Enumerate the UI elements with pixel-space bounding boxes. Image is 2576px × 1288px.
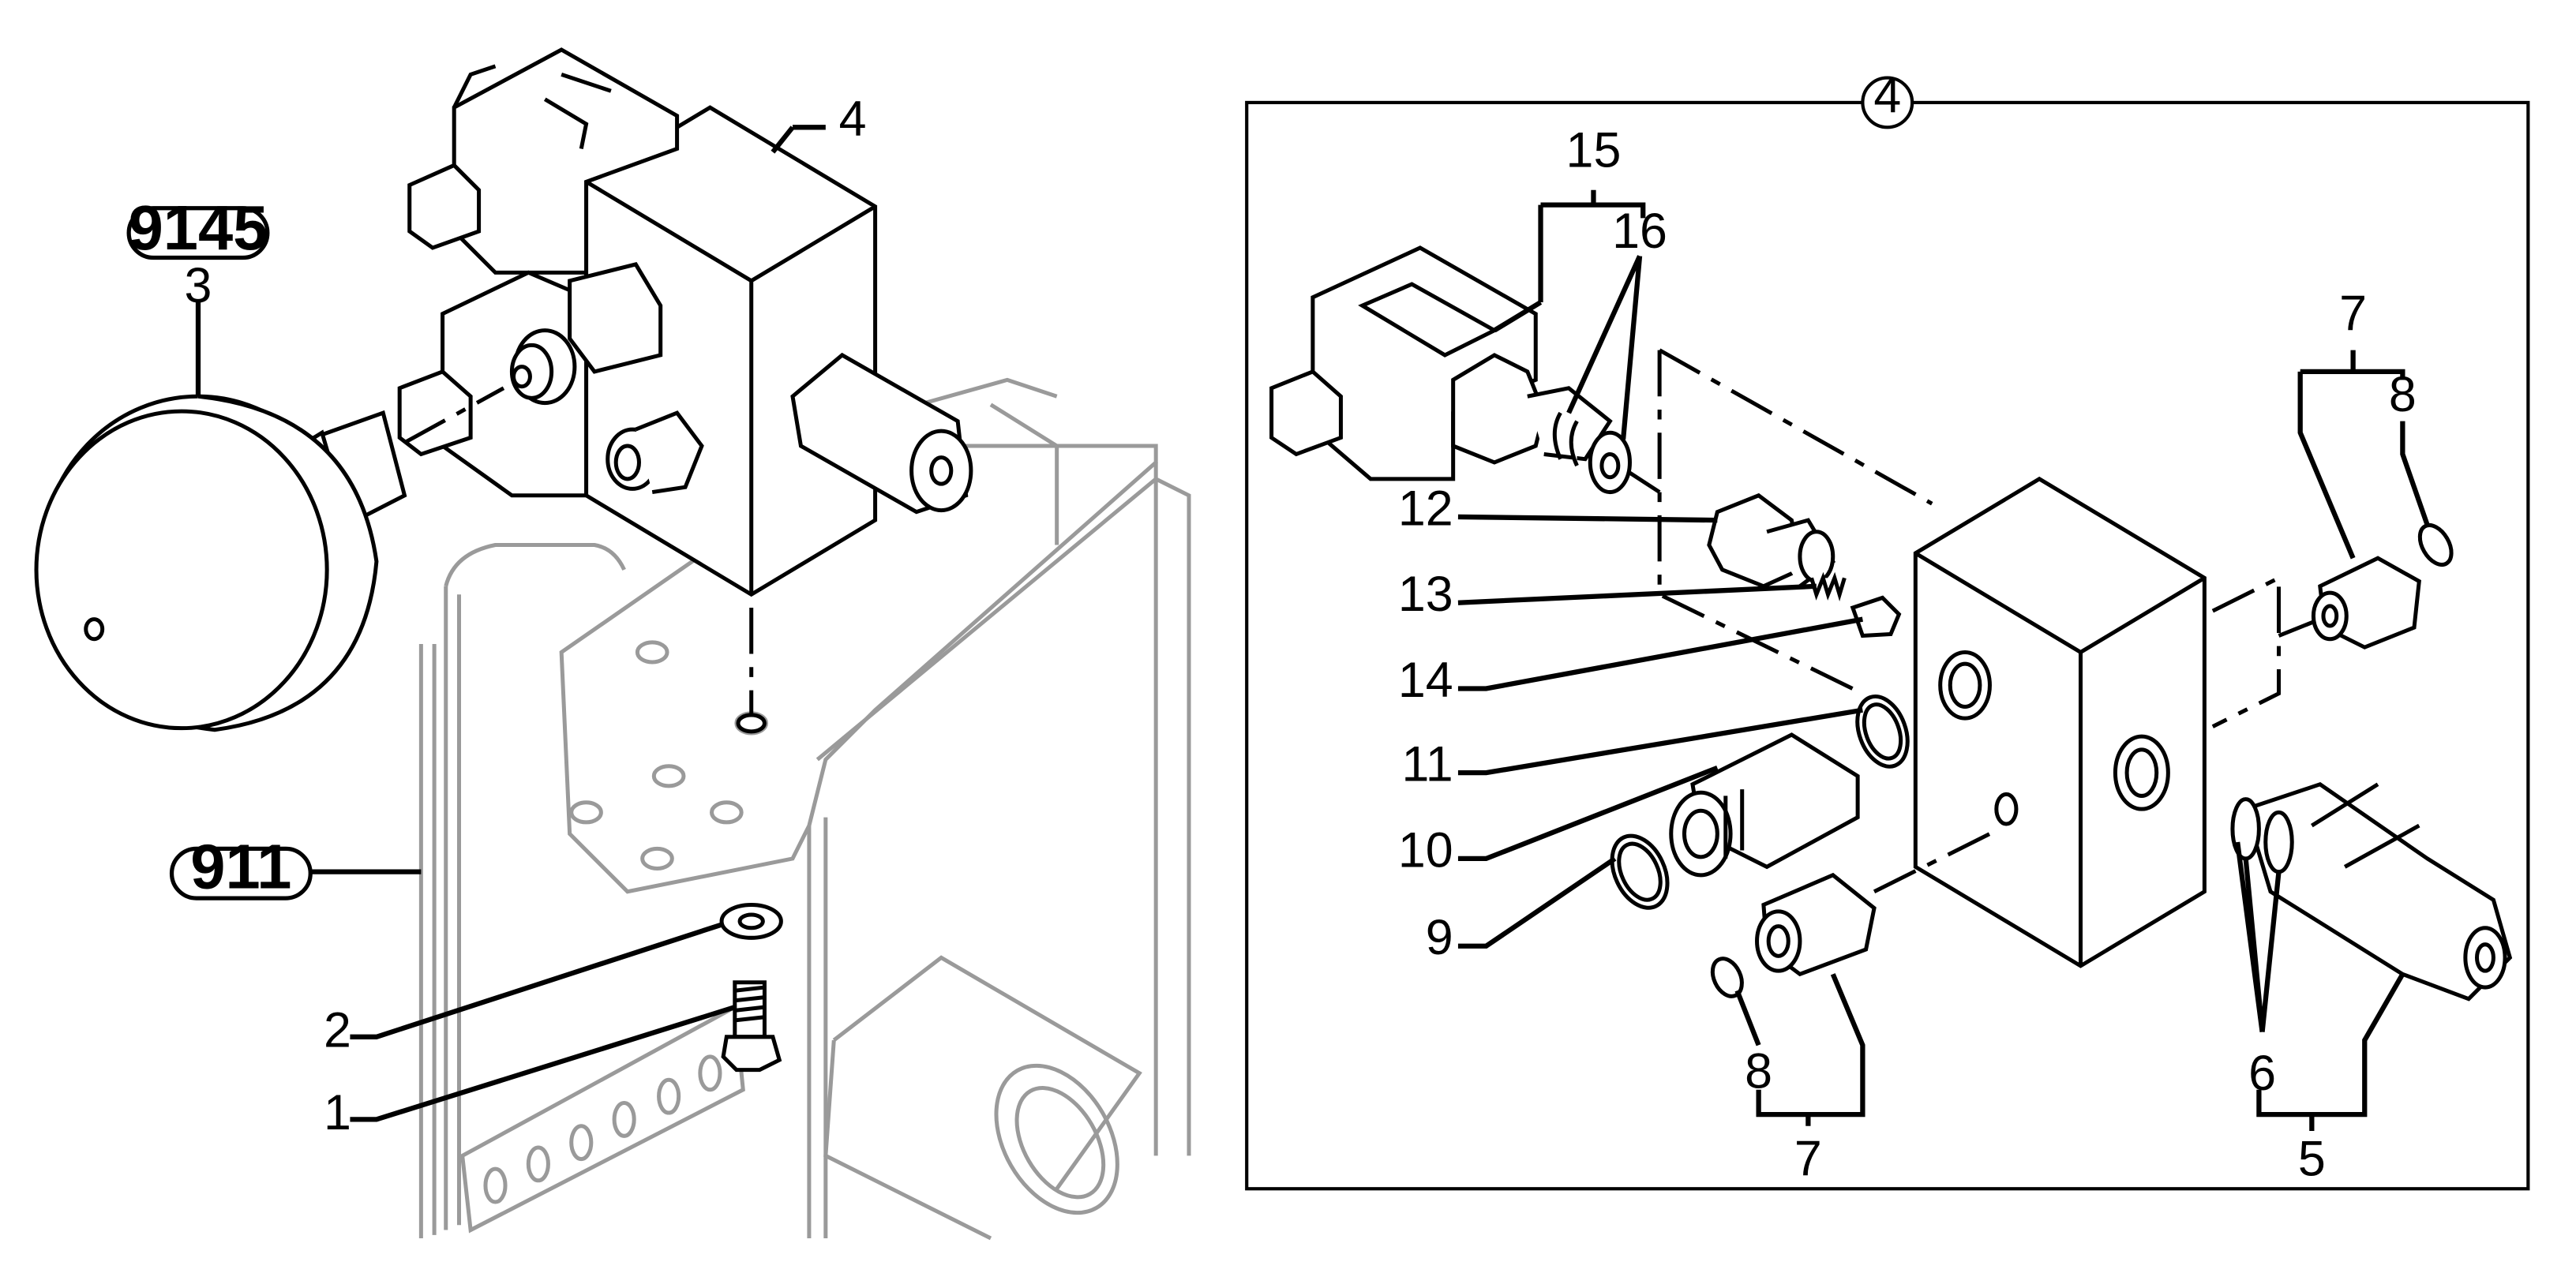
leader-1 <box>350 1005 736 1122</box>
poppet-part <box>1850 595 1902 638</box>
leader-13 <box>1457 583 1817 605</box>
o-ring-8-right <box>2417 522 2454 567</box>
background-frame-grey <box>418 377 1191 1241</box>
leader-14 <box>1457 616 1863 691</box>
reference-badge-911: 911 <box>169 832 313 902</box>
o-ring-9 <box>1610 833 1670 910</box>
plug-part <box>1707 492 1836 589</box>
assembly-line-bottom <box>1873 832 1991 893</box>
callout-11: 11 <box>1402 737 1453 792</box>
assembly-line-top <box>1657 348 1933 696</box>
valve-block-detail <box>1913 476 2207 968</box>
callout-7-bottom: 7 <box>1794 1132 1822 1187</box>
callout-15: 15 <box>1566 123 1622 178</box>
o-ring-8-bottom <box>1710 957 1744 998</box>
callout-2: 2 <box>324 1002 351 1058</box>
callout-3: 3 <box>185 258 212 313</box>
callout-12: 12 <box>1398 481 1453 536</box>
check-valve-bottom <box>1755 872 1877 977</box>
reference-badge-9145: 9145 <box>126 193 270 263</box>
callout-5: 5 <box>2298 1132 2326 1187</box>
spring-part <box>1809 571 1847 601</box>
leader-7-right <box>2297 350 2405 560</box>
bolt-part <box>721 980 782 1073</box>
svg-text:9145: 9145 <box>129 193 268 263</box>
callout-6: 6 <box>2248 1046 2276 1101</box>
callout-1: 1 <box>324 1085 351 1140</box>
callout-14: 14 <box>1398 653 1453 708</box>
leader-10 <box>1457 765 1719 862</box>
svg-text:4: 4 <box>1873 68 1901 123</box>
svg-text:911: 911 <box>190 832 291 902</box>
leader-12 <box>1457 514 1718 523</box>
callout-8-right: 8 <box>2389 367 2417 422</box>
washer-part <box>719 902 783 940</box>
callout-4: 4 <box>839 92 867 147</box>
detail-frame-tag: 4 <box>1861 68 1914 129</box>
relief-valve <box>2230 782 2513 1002</box>
leader-8-right <box>2400 421 2430 526</box>
leader-11 <box>1457 707 1863 776</box>
leader-9 <box>1457 856 1617 949</box>
leader-5 <box>2256 972 2405 1132</box>
callout-10: 10 <box>1398 822 1453 878</box>
valve-block-left <box>397 47 973 734</box>
cartridge-10 <box>1669 732 1860 878</box>
assembly-line-right <box>2211 575 2321 728</box>
o-ring-11 <box>1855 694 1910 769</box>
callout-8-bottom: 8 <box>1745 1044 1772 1099</box>
callout-16: 16 <box>1612 204 1667 259</box>
leader-16 <box>1493 255 1643 440</box>
pressure-gauge <box>34 394 407 732</box>
check-valve-right <box>2311 556 2421 650</box>
leader-7-bottom <box>1756 973 1865 1126</box>
callout-9: 9 <box>1426 910 1453 965</box>
solenoid-valve <box>1269 245 1632 495</box>
leader-6 <box>2235 841 2282 1032</box>
leader-8-bottom <box>1734 990 1761 1046</box>
leader-4 <box>771 125 826 154</box>
leader-15 <box>1538 189 1646 303</box>
callout-7-right: 7 <box>2339 286 2367 342</box>
callout-13: 13 <box>1398 567 1453 622</box>
assembly-line-solenoid <box>1625 469 1661 494</box>
leader-2 <box>350 922 723 1039</box>
